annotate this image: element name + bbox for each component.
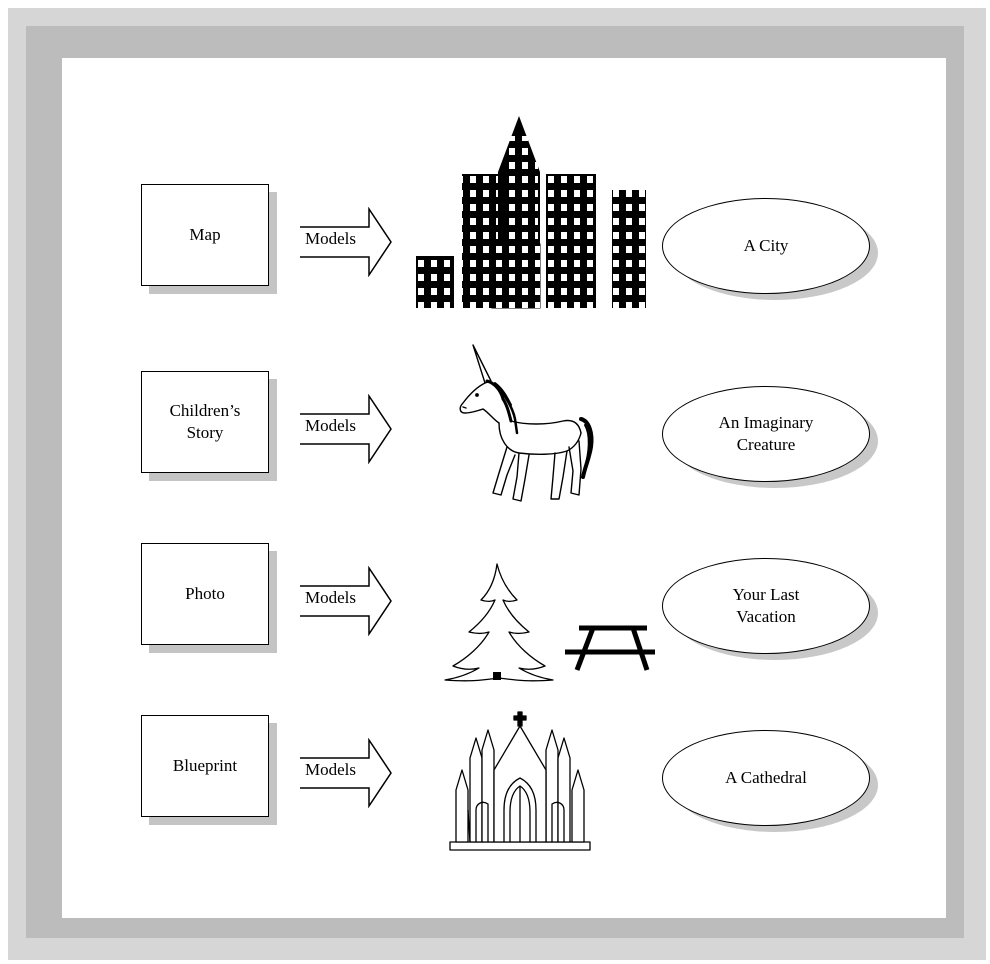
models-arrow: Models <box>299 738 393 808</box>
arrow-label: Models <box>305 229 356 248</box>
cathedral-icon <box>446 710 594 854</box>
arrow-label: Models <box>305 588 356 607</box>
source-box-map: Map <box>141 184 269 286</box>
target-ellipse-city: A City <box>662 198 878 300</box>
source-label: Photo <box>185 584 225 603</box>
arrow-label: Models <box>305 416 356 435</box>
source-box-blueprint: Blueprint <box>141 715 269 817</box>
models-arrow: Models <box>299 394 393 464</box>
target-label: A Cathedral <box>662 730 870 826</box>
city-skyline-icon <box>414 116 650 310</box>
tree-and-picnic-table-icon <box>443 562 659 690</box>
models-arrow: Models <box>299 566 393 636</box>
source-label: Blueprint <box>172 756 238 775</box>
target-label: A City <box>662 198 870 294</box>
source-box-photo: Photo <box>141 543 269 645</box>
unicorn-icon <box>455 343 605 508</box>
target-ellipse-cathedral: A Cathedral <box>662 730 878 832</box>
arrow-label: Models <box>305 760 356 779</box>
models-arrow: Models <box>299 207 393 277</box>
source-label: Map <box>189 225 221 244</box>
